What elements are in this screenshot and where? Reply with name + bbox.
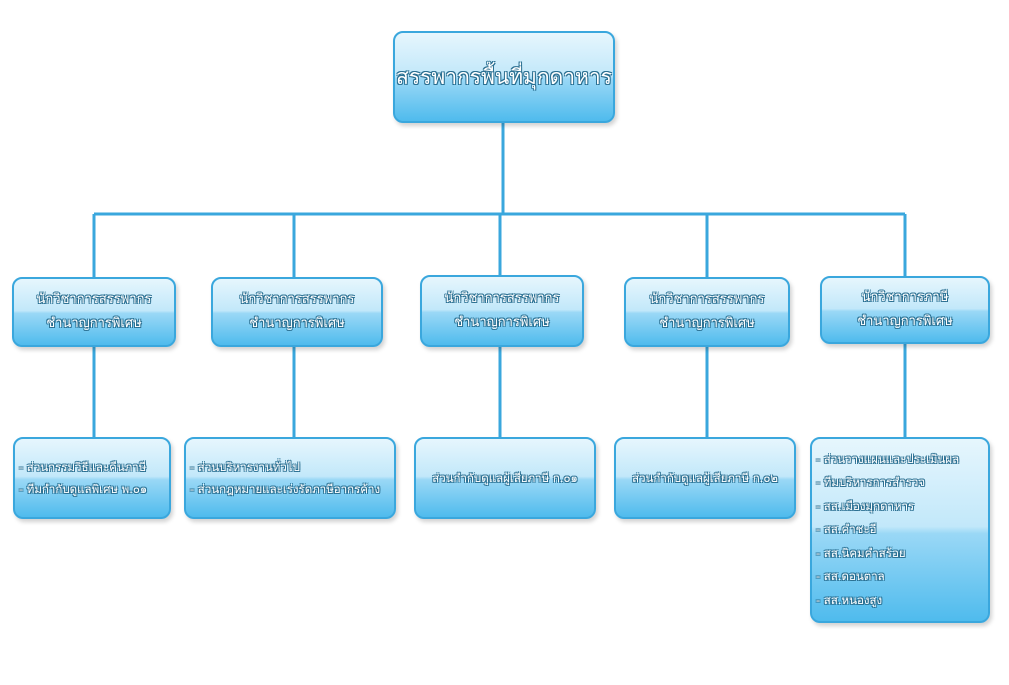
branch-3-title-line-1: นักวิชาการสรรพากร <box>444 291 560 306</box>
root-title: สรรพากรพื้นที่มุกดาหาร <box>396 64 612 89</box>
branch-5-unit-6: - สส.ดอนตาล <box>816 569 885 584</box>
branch-1-unit-1: - ส่วนกรรมวิธีและคืนภาษี <box>19 460 147 474</box>
branch-5-unit-4: - สส.คำชะอี <box>816 522 877 537</box>
branch-4-title-line-1: นักวิชาการสรรพากร <box>649 292 765 307</box>
branch-4-node: นักวิชาการสรรพากร ชำนาญการพิเศษ <box>624 277 790 347</box>
branch-3-unit-1: ส่วนกำกับดูแลผู้เสียภาษี ก.๐๑ <box>432 471 578 485</box>
branch-4-units: ส่วนกำกับดูแลผู้เสียภาษี ก.๐๒ <box>614 437 796 519</box>
branch-5-units: - ส่วนวางแผนและประเมินผล - ทีมบริหารการส… <box>810 437 990 623</box>
branch-2-unit-1: - ส่วนบริหารงานทั่วไป <box>190 460 300 474</box>
branch-5-title-line-2: ชำนาญการพิเศษ <box>857 314 953 329</box>
branch-1-unit-2: - ทีมกำกับดูแลพิเศษ พ.๐๑ <box>19 482 148 496</box>
branch-3-units: ส่วนกำกับดูแลผู้เสียภาษี ก.๐๑ <box>414 437 596 519</box>
branch-1-node: นักวิชาการสรรพากร ชำนาญการพิเศษ <box>12 277 176 347</box>
branch-4-title-line-2: ชำนาญการพิเศษ <box>659 316 755 331</box>
branch-5-unit-3: - สส.เมืองมุกดาหาร <box>816 498 915 513</box>
branch-2-units: - ส่วนบริหารงานทั่วไป - ส่วนกฎหมายและเร่… <box>184 437 396 519</box>
branch-1-title-line-1: นักวิชาการสรรพากร <box>36 292 152 307</box>
branch-2-title-line-2: ชำนาญการพิเศษ <box>249 316 345 331</box>
branch-5-title-line-1: นักวิชาการภาษี <box>861 290 949 305</box>
root-node: สรรพากรพื้นที่มุกดาหาร <box>393 31 615 123</box>
branch-1-title-line-2: ชำนาญการพิเศษ <box>46 316 142 331</box>
branch-5-unit-5: - สส.นิคมคำสร้อย <box>816 545 906 560</box>
branch-5-unit-1: - ส่วนวางแผนและประเมินผล <box>816 451 960 466</box>
branch-3-node: นักวิชาการสรรพากร ชำนาญการพิเศษ <box>420 275 584 347</box>
branch-5-unit-2: - ทีมบริหารการสำรวจ <box>816 475 926 490</box>
branch-2-title-line-1: นักวิชาการสรรพากร <box>239 292 355 307</box>
branch-5-unit-7: - สส.หนองสูง <box>816 592 883 607</box>
branch-5-node: นักวิชาการภาษี ชำนาญการพิเศษ <box>820 276 990 344</box>
branch-2-unit-2: - ส่วนกฎหมายและเร่งรัดภาษีอากรค้าง <box>190 482 381 496</box>
branch-4-unit-1: ส่วนกำกับดูแลผู้เสียภาษี ก.๐๒ <box>632 471 778 485</box>
branch-1-units: - ส่วนกรรมวิธีและคืนภาษี - ทีมกำกับดูแลพ… <box>13 437 171 519</box>
branch-2-node: นักวิชาการสรรพากร ชำนาญการพิเศษ <box>211 277 383 347</box>
branch-3-title-line-2: ชำนาญการพิเศษ <box>454 315 550 330</box>
